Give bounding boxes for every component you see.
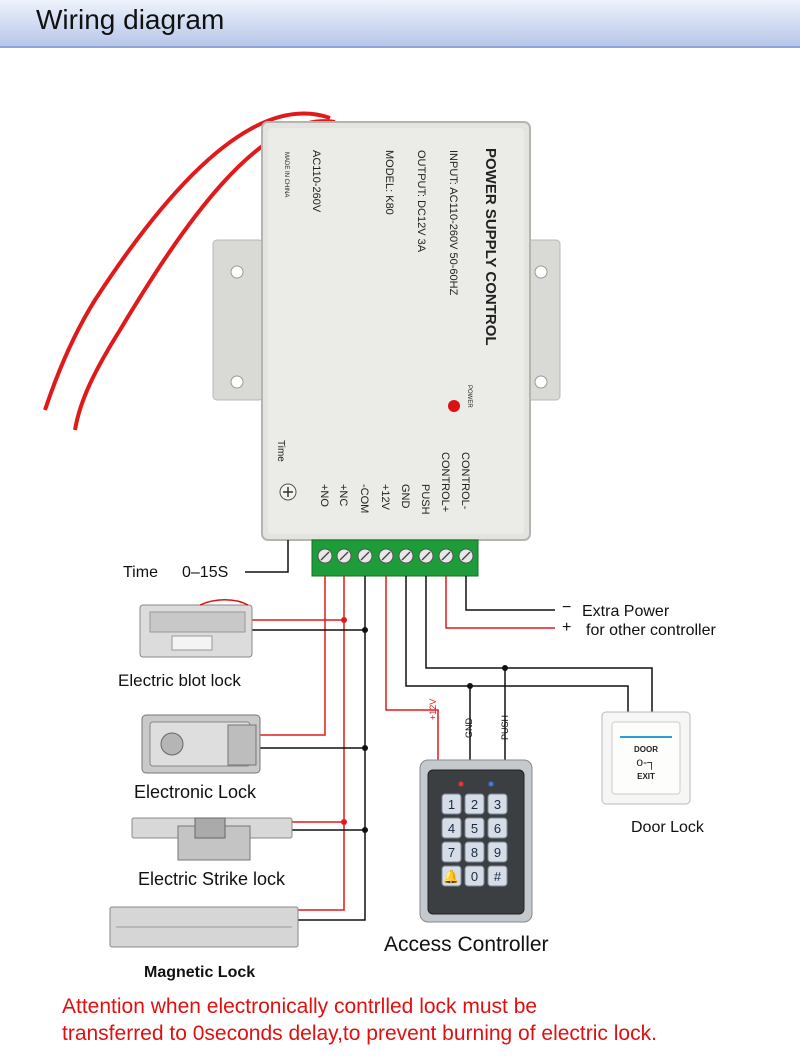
keypad-key-label: 0	[471, 869, 478, 884]
terminal-label: GND	[399, 484, 411, 509]
wire-gnd	[405, 576, 629, 712]
terminal-screws	[317, 548, 474, 564]
terminal-label: CONTROL-	[459, 452, 471, 510]
keypad-key[interactable]	[441, 793, 462, 815]
terminal-screw-slot	[421, 551, 431, 561]
wire-no	[258, 576, 326, 736]
electric-strike-lock-label: Electric Strike lock	[138, 869, 286, 889]
header-bar: Wiring diagram	[0, 0, 800, 48]
page-title: Wiring diagram	[36, 4, 225, 35]
terminal-label: CONTROL+	[439, 452, 451, 512]
wire-control-minus	[465, 576, 555, 611]
time-pointer-line	[245, 540, 289, 573]
keypad-key[interactable]	[464, 841, 485, 863]
terminal-screw-slot	[339, 551, 349, 561]
wire-nc	[298, 576, 345, 911]
keypad-key-label: 6	[494, 821, 501, 836]
keypad-key-label: 5	[471, 821, 478, 836]
wire-push-label: PUSH	[500, 714, 510, 740]
access-controller-label: Access Controller	[384, 933, 549, 956]
keypad-keys: 1 2 3 4 5 6 7 8 9 🔔 0 #	[441, 793, 508, 887]
keypad-key-label: 2	[471, 797, 478, 812]
terminal-label: +NC	[337, 484, 349, 506]
junction-dots	[341, 617, 508, 833]
wire-control-plus	[445, 576, 555, 629]
keypad-key[interactable]	[464, 793, 485, 815]
keypad-key[interactable]	[464, 817, 485, 839]
keypad-key-label: 8	[471, 845, 478, 860]
keypad-key[interactable]	[441, 865, 462, 887]
keypad-key-label: 🔔	[443, 869, 459, 884]
ps-output: OUTPUT: DC12V 3A	[415, 150, 427, 253]
magnetic-lock-label: Magnetic Lock	[144, 964, 256, 981]
keypad-key-label: 1	[448, 797, 455, 812]
keypad-key[interactable]	[487, 841, 508, 863]
attention-line-2: transferred to 0seconds delay,to prevent…	[62, 1022, 657, 1045]
extra-minus-symbol: −	[562, 599, 572, 616]
for-other-controller-label: for other controller	[586, 622, 716, 639]
ps-input: INPUT: AC110-260V 50-60HZ	[447, 150, 459, 296]
power-supply-face	[268, 128, 524, 534]
attention-note: Attention when electronically contrlled …	[62, 993, 657, 1047]
ps-title: POWER SUPPLY CONTROL	[482, 148, 499, 346]
electronic-lock-image	[141, 714, 261, 774]
keypad-key-label: 4	[448, 821, 455, 836]
terminal-labels: +NO +NC -COM +12V GND PUSH CONTROL+ CONTROL-	[318, 452, 471, 515]
bracket-hole	[230, 265, 244, 279]
bracket-hole	[534, 265, 548, 279]
electric-bolt-lock-image	[139, 599, 253, 658]
terminal-label: +12V	[379, 484, 391, 511]
terminal-screw-slot	[360, 551, 370, 561]
door-button-bottom-text: EXIT	[637, 772, 655, 781]
bracket-hole	[534, 375, 548, 389]
door-button-top-text: DOOR	[634, 745, 658, 754]
power-led	[448, 400, 460, 412]
keypad-key-label: #	[494, 869, 502, 884]
keypad-key[interactable]	[441, 817, 462, 839]
keypad-key[interactable]	[464, 865, 485, 887]
wire-com	[298, 576, 366, 921]
keypad-key-label: 7	[448, 845, 455, 860]
keypad-key[interactable]	[441, 841, 462, 863]
extra-plus-symbol: +	[562, 619, 572, 636]
terminal-screw-slot	[381, 551, 391, 561]
wire-gnd-label: GND	[464, 718, 474, 738]
electric-strike-lock-image	[131, 817, 293, 861]
terminal-label: -COM	[358, 484, 370, 513]
terminal-label: PUSH	[419, 484, 431, 515]
ps-model: MODEL: K80	[383, 150, 395, 215]
wire-push	[425, 576, 653, 712]
keypad-key[interactable]	[487, 817, 508, 839]
keypad-key-label: 3	[494, 797, 501, 812]
wire-12v-label: +12V	[428, 698, 438, 720]
ps-voltage: AC110-260V	[310, 150, 322, 213]
keypad-key[interactable]	[487, 865, 508, 887]
time-range-label: 0–15S	[182, 564, 229, 581]
terminal-screw-slot	[441, 551, 451, 561]
ps-made-in: MADE IN CHINA	[283, 152, 289, 197]
extra-power-label: Extra Power	[582, 603, 670, 620]
bracket-hole	[230, 375, 244, 389]
door-lock-label: Door Lock	[631, 819, 704, 836]
access-controller-image: 1 2 3 4 5 6 7 8 9 🔔 0 #	[419, 759, 533, 923]
wire-12v	[385, 576, 439, 760]
time-label: Time	[123, 564, 158, 581]
electric-bolt-lock-label: Electric blot lock	[118, 671, 241, 690]
door-exit-button-image: DOOR o-┐ EXIT	[601, 711, 691, 805]
magnetic-lock-image	[109, 906, 299, 948]
attention-line-1: Attention when electronically contrlled …	[62, 995, 538, 1018]
terminal-screw-slot	[461, 551, 471, 561]
key-icon: o-┐	[636, 755, 655, 770]
keypad-key[interactable]	[487, 793, 508, 815]
power-led-label: POWER	[466, 385, 472, 408]
electronic-lock-label: Electronic Lock	[134, 782, 257, 802]
time-knob-label: Time	[275, 440, 286, 462]
terminal-label: +NO	[318, 484, 330, 507]
keypad-key-label: 9	[494, 845, 501, 860]
terminal-screw-slot	[401, 551, 411, 561]
terminal-screw-slot	[320, 551, 330, 561]
